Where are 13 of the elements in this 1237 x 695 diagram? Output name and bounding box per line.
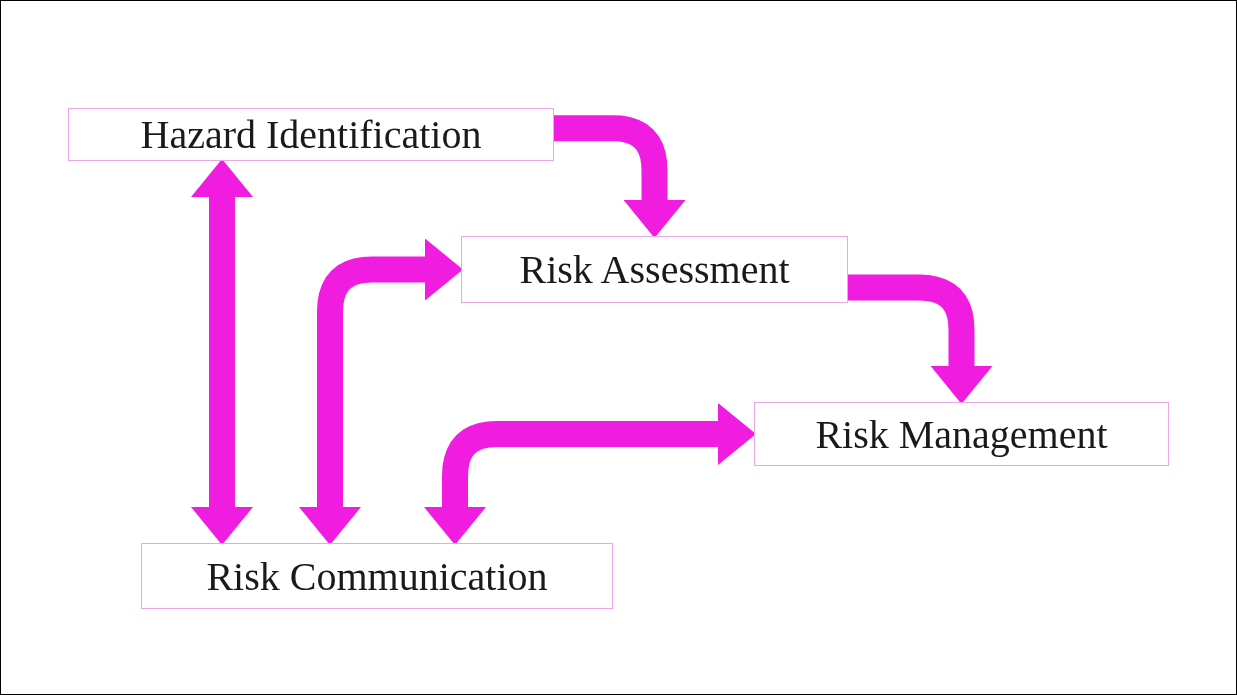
process-box bbox=[68, 108, 554, 161]
process-box bbox=[461, 236, 848, 303]
node-label: Hazard Identification bbox=[140, 111, 482, 158]
node-label: Risk Management bbox=[815, 410, 1108, 458]
arrow bbox=[191, 159, 253, 545]
arrow bbox=[299, 238, 463, 545]
arrow bbox=[848, 274, 993, 404]
node-label: Risk Assessment bbox=[519, 246, 790, 293]
process-box bbox=[141, 543, 613, 609]
arrow bbox=[554, 115, 686, 238]
node-label: Risk Communication bbox=[206, 552, 548, 600]
process-box bbox=[754, 402, 1169, 466]
arrow bbox=[424, 403, 756, 545]
